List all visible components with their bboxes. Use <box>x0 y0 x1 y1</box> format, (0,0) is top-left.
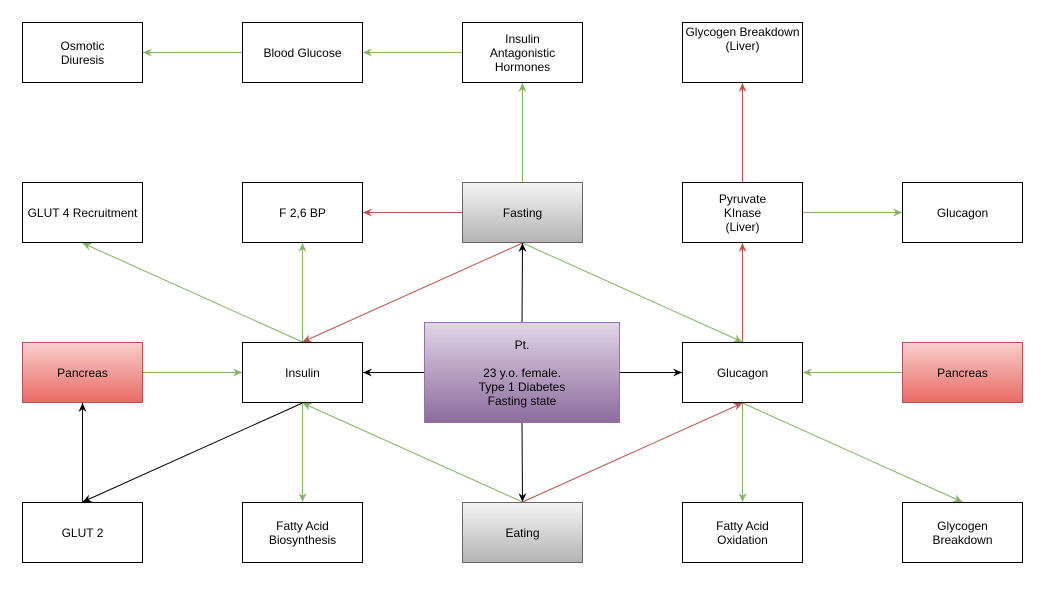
edge-insulin-to-glut4-recruitment <box>82 242 303 343</box>
node-fatty-acid-biosynthesis[interactable]: Fatty Acid Biosynthesis <box>242 502 363 563</box>
arrowhead-icon <box>298 493 307 502</box>
arrowhead-icon <box>732 403 743 411</box>
node-glucagon-top[interactable]: Glucagon <box>902 182 1023 243</box>
edge-patient-to-fasting <box>521 242 523 323</box>
arrowhead-icon <box>363 208 372 217</box>
arrowhead-icon <box>952 494 963 502</box>
node-insulin[interactable]: Insulin <box>242 342 363 403</box>
edge-fasting-to-insulin <box>302 242 523 343</box>
node-f26bp[interactable]: F 2,6 BP <box>242 182 363 243</box>
node-fasting[interactable]: Fasting <box>462 182 583 243</box>
arrowhead-icon <box>78 403 87 412</box>
node-glucagon[interactable]: Glucagon <box>682 342 803 403</box>
arrowhead-icon <box>732 334 743 342</box>
arrowhead-icon <box>738 83 747 92</box>
edge-eating-to-insulin <box>302 402 523 503</box>
node-pyruvate-kinase-liver[interactable]: Pyruvate KInase (Liver) <box>682 182 803 243</box>
arrowhead-icon <box>302 403 313 411</box>
arrowhead-icon <box>803 368 812 377</box>
node-osmotic-diuresis[interactable]: Osmotic Diuresis <box>22 22 143 83</box>
arrowhead-icon <box>518 492 527 502</box>
node-glut4-recruitment[interactable]: GLUT 4 Recruitment <box>22 182 143 243</box>
node-blood-glucose[interactable]: Blood Glucose <box>242 22 363 83</box>
edge-eating-to-glucagon <box>522 402 743 503</box>
arrowhead-icon <box>302 334 313 342</box>
node-eating[interactable]: Eating <box>462 502 583 563</box>
arrowhead-icon <box>363 368 372 377</box>
node-glycogen-breakdown-liver[interactable]: Glycogen Breakdown (Liver) <box>682 22 803 83</box>
edge-insulin-to-glut2 <box>82 402 303 503</box>
arrowhead-icon <box>82 243 93 251</box>
arrowhead-icon <box>738 243 747 252</box>
edge-glucagon-to-glycogen-breakdown <box>742 402 963 503</box>
edge-patient-to-eating <box>521 422 523 503</box>
node-glycogen-breakdown[interactable]: Glycogen Breakdown <box>902 502 1023 563</box>
node-pancreas-left[interactable]: Pancreas <box>22 342 143 403</box>
arrowhead-icon <box>518 83 527 92</box>
arrowhead-icon <box>298 243 307 252</box>
edge-fasting-to-glucagon <box>522 242 743 343</box>
node-pancreas-right[interactable]: Pancreas <box>902 342 1023 403</box>
node-patient[interactable]: Pt. 23 y.o. female. Type 1 Diabetes Fast… <box>424 322 620 423</box>
node-glut2[interactable]: GLUT 2 <box>22 502 143 563</box>
arrowhead-icon <box>518 243 527 253</box>
arrowhead-icon <box>82 494 93 502</box>
arrowhead-icon <box>893 208 902 217</box>
node-fatty-acid-oxidation[interactable]: Fatty Acid Oxidation <box>682 502 803 563</box>
arrowhead-icon <box>143 48 152 57</box>
node-insulin-antagonistic-hormones[interactable]: Insulin Antagonistic Hormones <box>462 22 583 83</box>
arrowhead-icon <box>233 368 242 377</box>
arrowhead-icon <box>673 368 682 377</box>
arrowhead-icon <box>363 48 372 57</box>
arrowhead-icon <box>738 493 747 502</box>
